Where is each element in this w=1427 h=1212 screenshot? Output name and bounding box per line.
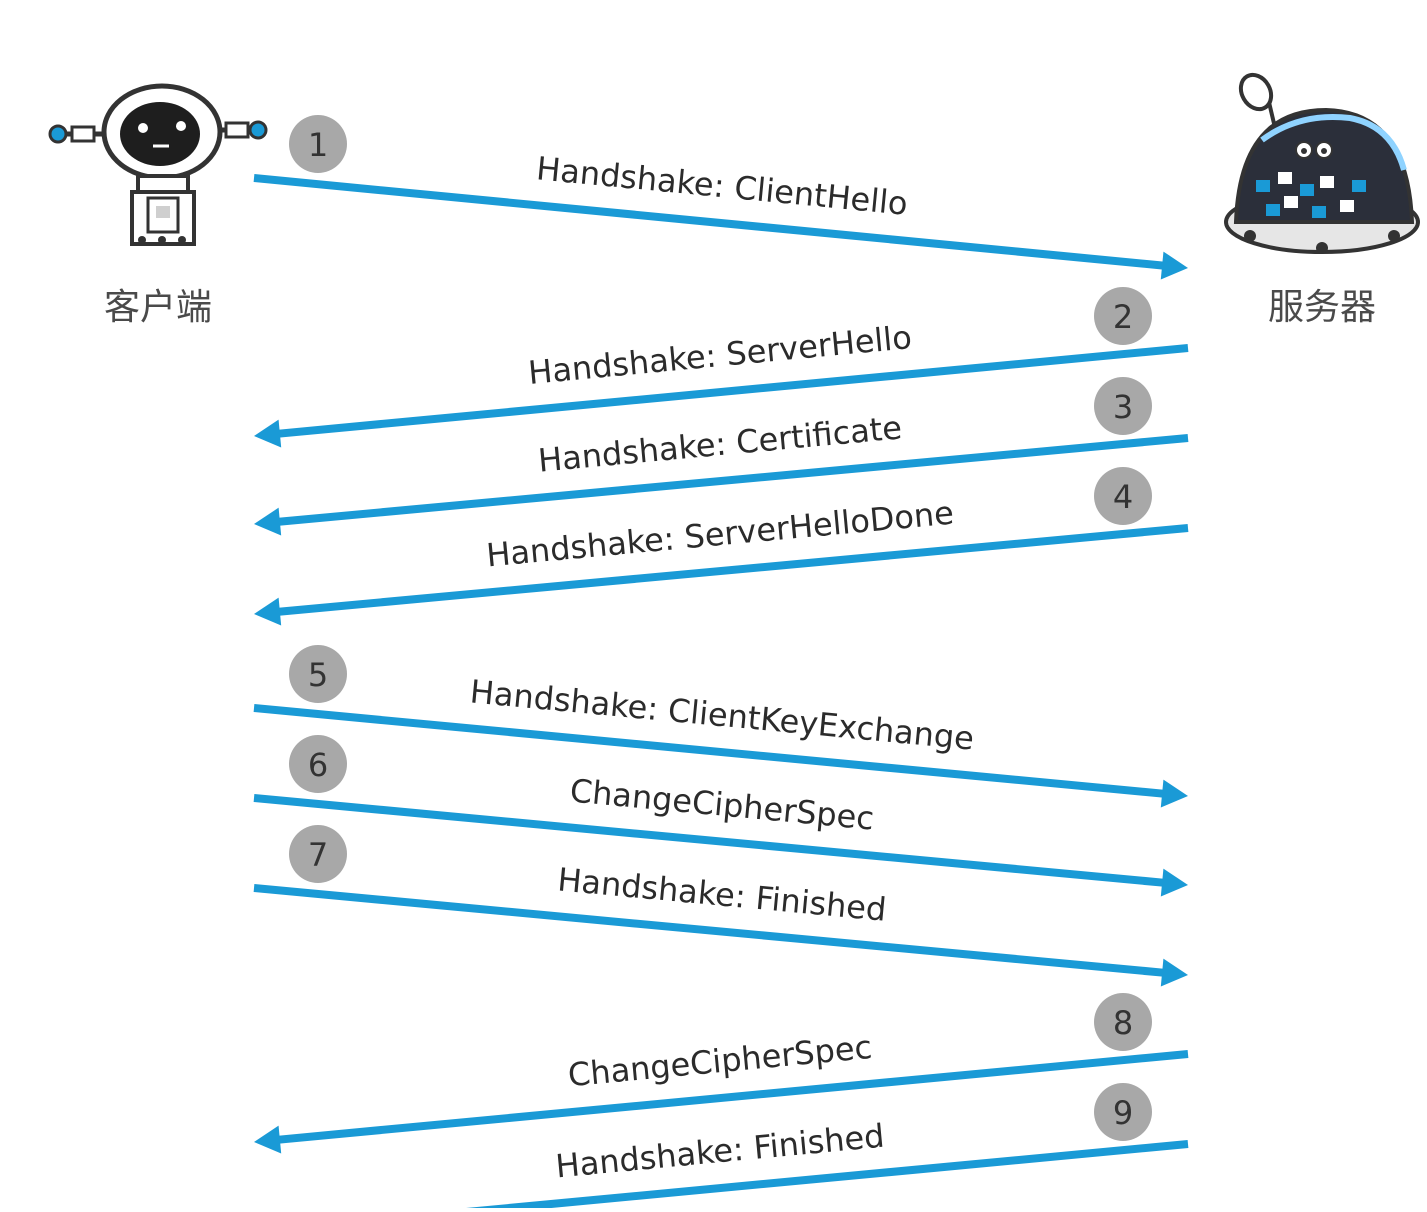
arrowhead — [254, 419, 282, 448]
message-arrow — [274, 434, 1189, 527]
arrowhead — [1160, 958, 1188, 987]
message-5: Handshake: ClientKeyExchange 5 — [253, 645, 1188, 808]
step-badge — [289, 735, 347, 793]
step-number: 2 — [1113, 298, 1133, 336]
robot-server-icon — [1224, 72, 1420, 254]
message-4: Handshake: ServerHelloDone 4 — [254, 467, 1189, 626]
step-number: 5 — [308, 656, 328, 694]
message-arrow — [253, 704, 1168, 799]
step-number: 9 — [1113, 1094, 1133, 1132]
step-badge — [1094, 993, 1152, 1051]
step-badge — [1094, 287, 1152, 345]
step-badge — [289, 825, 347, 883]
message-label: Handshake: ServerHelloDone — [485, 494, 956, 575]
step-badge — [1094, 467, 1152, 525]
step-number: 8 — [1113, 1004, 1133, 1042]
message-arrow — [253, 794, 1168, 888]
step-number: 1 — [308, 126, 328, 164]
server-label: 服务器 — [1268, 287, 1377, 328]
arrowhead — [1160, 868, 1188, 897]
robot-client-icon — [48, 83, 268, 246]
step-badge — [1094, 1083, 1152, 1141]
step-number: 6 — [308, 746, 328, 784]
arrowhead — [1160, 779, 1188, 808]
arrowhead — [254, 1125, 282, 1154]
arrowhead — [1160, 251, 1188, 280]
message-arrow — [274, 344, 1189, 439]
message-arrow — [253, 174, 1168, 270]
message-arrow — [274, 1050, 1189, 1145]
message-arrow — [423, 1140, 1189, 1212]
message-label: Handshake: ClientKeyExchange — [468, 672, 975, 757]
step-number: 4 — [1113, 478, 1133, 516]
step-badge — [1094, 377, 1152, 435]
arrowhead — [254, 597, 282, 626]
message-arrow — [274, 524, 1189, 617]
step-number: 7 — [308, 836, 328, 874]
message-arrow — [253, 884, 1168, 978]
client-label: 客户端 — [104, 287, 213, 328]
step-number: 3 — [1113, 388, 1133, 426]
step-badge — [289, 645, 347, 703]
arrowhead — [254, 507, 282, 536]
step-badge — [289, 115, 347, 173]
